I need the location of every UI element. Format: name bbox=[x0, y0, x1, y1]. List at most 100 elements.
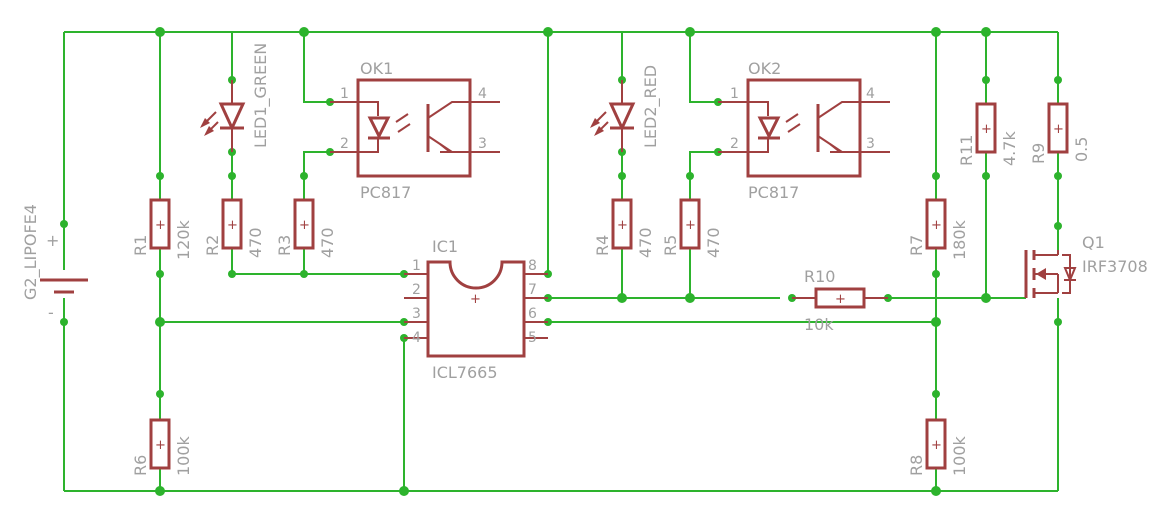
ok2-pin-1: 1 bbox=[730, 86, 739, 102]
resistor-r10: + R10 10k bbox=[792, 267, 888, 334]
svg-text:+: + bbox=[1053, 122, 1064, 137]
svg-text:+: + bbox=[835, 292, 846, 307]
r10-name: R10 bbox=[804, 267, 835, 286]
r1-name: R1 bbox=[131, 235, 150, 256]
led1-name: LED1_GREEN bbox=[251, 43, 271, 148]
ic1-pin-2: 2 bbox=[412, 282, 421, 298]
junction-dot bbox=[931, 486, 941, 496]
ic1-pin-6: 6 bbox=[528, 306, 537, 322]
junction-dot bbox=[155, 317, 165, 327]
ok1-value: PC817 bbox=[360, 183, 411, 202]
resistor-r2: + R2 470 bbox=[203, 198, 265, 258]
ok2-pin-4: 4 bbox=[866, 86, 875, 102]
r6-value: 100k bbox=[174, 435, 193, 476]
pin-dot bbox=[300, 172, 308, 180]
battery-minus-label: - bbox=[48, 303, 54, 322]
q1-value: IRF3708 bbox=[1082, 257, 1148, 276]
led2-name: LED2_RED bbox=[641, 65, 661, 148]
pin-dot bbox=[1054, 76, 1062, 84]
r10-value: 10k bbox=[804, 315, 834, 334]
svg-text:+: + bbox=[931, 438, 942, 453]
pin-dot bbox=[932, 390, 940, 398]
r11-value: 4.7k bbox=[1000, 131, 1019, 166]
r9-name: R9 bbox=[1029, 143, 1048, 164]
ic1-value: ICL7665 bbox=[432, 363, 498, 382]
ok1-name: OK1 bbox=[360, 59, 393, 78]
svg-text:+: + bbox=[617, 218, 628, 233]
junction-dot bbox=[399, 486, 409, 496]
resistor-r3: + R3 470 bbox=[275, 198, 337, 258]
pin-dot bbox=[982, 172, 990, 180]
junction-dot bbox=[155, 486, 165, 496]
pin-dot bbox=[686, 172, 694, 180]
ok2-value: PC817 bbox=[748, 183, 799, 202]
resistor-r11: + R11 4.7k bbox=[957, 102, 1019, 166]
pin-dot bbox=[618, 172, 626, 180]
junction-dot bbox=[155, 27, 165, 37]
junction-dot bbox=[685, 27, 695, 37]
r3-name: R3 bbox=[275, 235, 294, 256]
pin-dot bbox=[932, 270, 940, 278]
ok1-pin-3: 3 bbox=[478, 136, 487, 152]
wires bbox=[63, 31, 1059, 492]
junction-dot bbox=[981, 27, 991, 37]
resistor-r6: + R6 100k bbox=[131, 418, 193, 476]
pin-dot bbox=[1054, 222, 1062, 230]
battery-g2: + - G2_LIPOFE4 bbox=[21, 204, 88, 322]
pin-dot bbox=[1054, 318, 1062, 326]
svg-text:+: + bbox=[299, 218, 310, 233]
junction-dot bbox=[685, 293, 695, 303]
resistor-r8: + R8 100k bbox=[907, 418, 969, 476]
ic1-pin-7: 7 bbox=[528, 282, 537, 298]
battery-plus-label: + bbox=[46, 231, 59, 250]
svg-text:+: + bbox=[155, 438, 166, 453]
ok1-pin-1: 1 bbox=[340, 86, 349, 102]
ic1-pin-1: 1 bbox=[412, 258, 421, 274]
ic1-name: IC1 bbox=[432, 237, 458, 256]
resistor-r9: + R9 0.5 bbox=[1029, 102, 1091, 164]
ok2-pin-3: 3 bbox=[866, 136, 875, 152]
ok2-pin-2: 2 bbox=[730, 136, 739, 152]
junction-dot bbox=[617, 293, 627, 303]
pin-dot bbox=[228, 172, 236, 180]
pin-dot bbox=[156, 270, 164, 278]
optocoupler-ok2: OK2 PC817 1 2 3 4 bbox=[718, 59, 890, 202]
led2-red: LED2_RED bbox=[590, 65, 661, 152]
svg-text:+: + bbox=[155, 218, 166, 233]
svg-text:+: + bbox=[931, 218, 942, 233]
junction-dot bbox=[931, 27, 941, 37]
ic1-pin-3: 3 bbox=[412, 306, 421, 322]
r2-name: R2 bbox=[203, 235, 222, 256]
r5-name: R5 bbox=[661, 235, 680, 256]
resistor-r7: + R7 180k bbox=[907, 198, 969, 260]
pin-dot bbox=[228, 270, 236, 278]
ic1-pin-4: 4 bbox=[412, 330, 421, 346]
ic1-icl7665: + IC1 ICL7665 1 2 3 4 8 7 6 5 bbox=[404, 237, 548, 382]
junction-dot bbox=[981, 293, 991, 303]
pin-dot bbox=[1054, 172, 1062, 180]
r5-value: 470 bbox=[704, 227, 723, 258]
r4-value: 470 bbox=[636, 227, 655, 258]
battery-name: G2_LIPOFE4 bbox=[21, 204, 41, 300]
r2-value: 470 bbox=[246, 227, 265, 258]
r11-name: R11 bbox=[957, 135, 976, 166]
r9-value: 0.5 bbox=[1072, 137, 1091, 162]
pin-dot bbox=[156, 172, 164, 180]
resistor-r1: + R1 120k bbox=[131, 198, 193, 260]
svg-text:+: + bbox=[685, 218, 696, 233]
ic1-pin-8: 8 bbox=[528, 258, 537, 274]
r8-name: R8 bbox=[907, 455, 926, 476]
q1-name: Q1 bbox=[1082, 233, 1105, 252]
pin-dot bbox=[300, 270, 308, 278]
r6-name: R6 bbox=[131, 455, 150, 476]
mosfet-q1: Q1 IRF3708 bbox=[1024, 233, 1148, 298]
ic1-plus: + bbox=[470, 292, 481, 307]
pin-dot bbox=[156, 390, 164, 398]
svg-text:+: + bbox=[981, 122, 992, 137]
pin-dot bbox=[60, 220, 68, 228]
r3-value: 470 bbox=[318, 227, 337, 258]
junction-dot bbox=[931, 317, 941, 327]
svg-text:+: + bbox=[227, 218, 238, 233]
led1-green: LED1_GREEN bbox=[200, 43, 271, 152]
